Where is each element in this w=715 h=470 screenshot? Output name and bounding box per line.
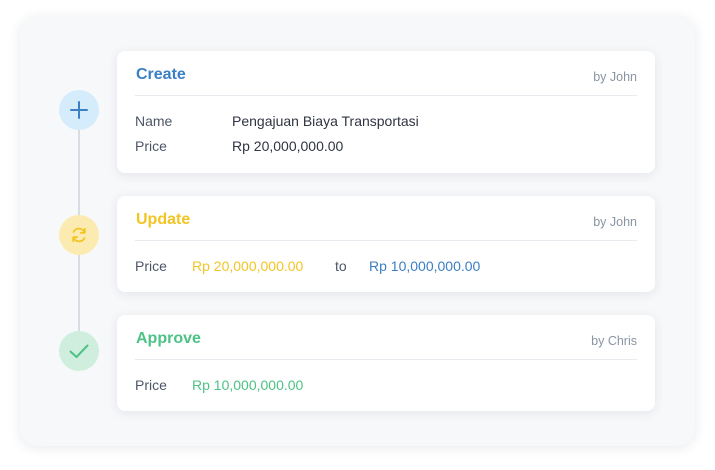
plus-icon (70, 101, 88, 119)
card-title: Approve (136, 330, 201, 347)
author-label: by Chris (591, 334, 637, 348)
card-title: Update (136, 211, 191, 228)
field-label-price: Price (135, 138, 167, 154)
field-label-name: Name (135, 113, 173, 129)
change-connector: to (335, 258, 347, 274)
check-icon (69, 344, 89, 358)
field-label-price: Price (135, 377, 167, 393)
field-value-name: Pengajuan Biaya Transportasi (232, 113, 419, 129)
activity-card-approve: Approve by Chris Price Rp 10,000,000.00 (117, 315, 655, 411)
field-value-price: Rp 20,000,000.00 (232, 138, 344, 154)
activity-card-update: Update by John Price Rp 20,000,000.00 to… (117, 196, 655, 292)
card-header: Update by John (135, 196, 637, 241)
timeline-node-approve (59, 331, 99, 371)
new-price-value: Rp 10,000,000.00 (369, 258, 481, 274)
refresh-icon (72, 227, 86, 243)
activity-card-create: Create by John Name Pengajuan Biaya Tran… (117, 51, 655, 173)
author-label: by John (593, 215, 637, 229)
field-label-price: Price (135, 258, 167, 274)
old-price-value: Rp 20,000,000.00 (192, 258, 304, 274)
timeline-node-update (59, 215, 99, 255)
approved-price-value: Rp 10,000,000.00 (192, 377, 304, 393)
card-header: Approve by Chris (135, 315, 637, 360)
author-label: by John (593, 70, 637, 84)
timeline-node-create (59, 90, 99, 130)
card-header: Create by John (135, 51, 637, 96)
card-title: Create (136, 66, 186, 83)
